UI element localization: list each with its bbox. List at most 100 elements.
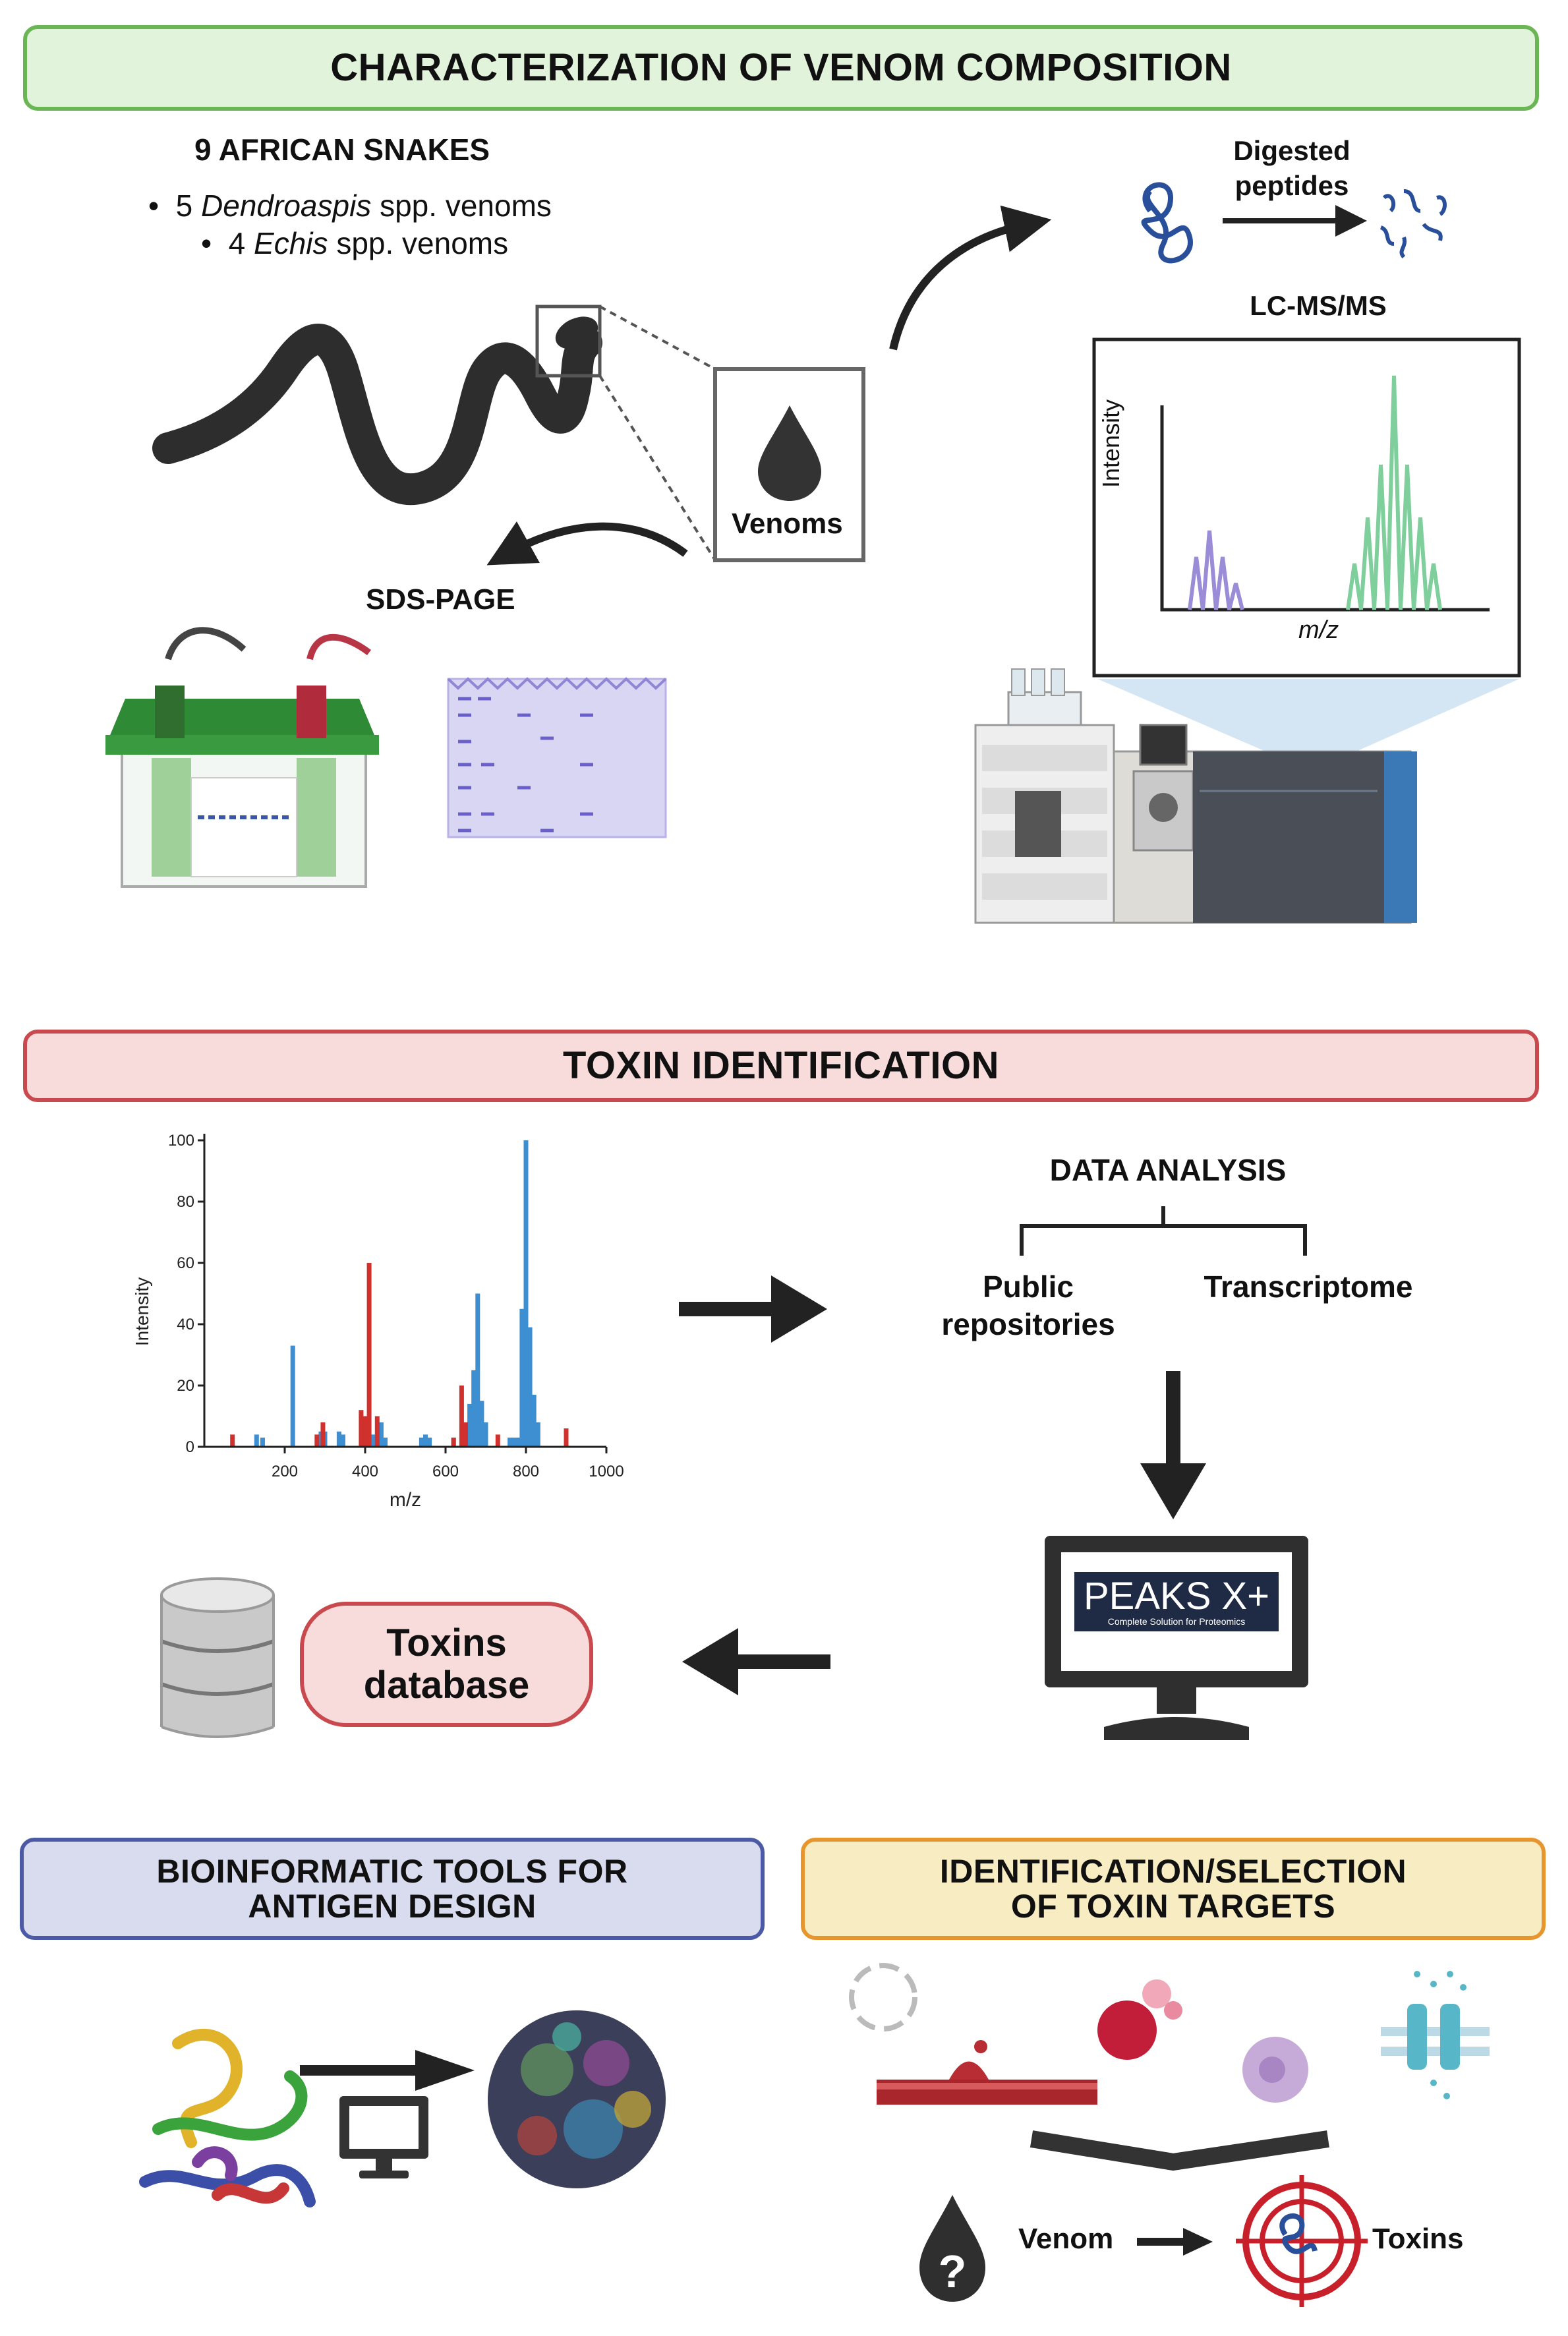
x-tick-label: 800	[513, 1463, 539, 1480]
arrow-left-icon	[682, 1628, 830, 1695]
composition-illustrations	[105, 182, 1521, 924]
spectrum-bar	[427, 1438, 432, 1447]
spectrum-bar	[340, 1434, 345, 1447]
spectrum-bar	[459, 1386, 464, 1447]
venom-question-icon	[919, 2195, 985, 2302]
workstation-icon	[339, 2096, 428, 2178]
spectrum-bar	[378, 1422, 384, 1447]
venoms-label: Venoms	[732, 508, 843, 540]
blood-vessel-icon	[877, 2040, 1097, 2105]
bullet2-genus: Echis	[254, 226, 328, 260]
toxins-label: Toxins	[1372, 2223, 1464, 2255]
spectrum-bar	[423, 1434, 428, 1447]
arrow-down-icon	[1140, 1371, 1206, 1519]
ms-xlabel: m/z	[1298, 616, 1339, 644]
targets-banner: IDENTIFICATION/SELECTION OF TOXIN TARGET…	[801, 1838, 1546, 1940]
bullet1-rest: spp. venoms	[380, 189, 552, 223]
spectrum-bar	[479, 1401, 484, 1447]
bullet-dot: •	[201, 226, 229, 260]
bullet-echis: • 4 Echis spp. venoms	[201, 225, 508, 261]
bullet2-rest: spp. venoms	[336, 226, 509, 260]
protein-structure-icon	[139, 2029, 316, 2207]
x-tick-label: 400	[352, 1463, 378, 1480]
y-tick-label: 20	[177, 1377, 194, 1395]
toxins-database-box: Toxins database	[300, 1602, 593, 1727]
identification-title: TOXIN IDENTIFICATION	[563, 1043, 999, 1087]
bullet1-genus: Dendroaspis	[201, 189, 372, 223]
composition-banner: CHARACTERIZATION OF VENOM COMPOSITION	[23, 25, 1539, 111]
spectrum-bar	[519, 1308, 525, 1447]
spectrum-bar	[320, 1422, 326, 1447]
spectrum-bar	[564, 1428, 569, 1447]
spectrum-bar	[471, 1370, 477, 1447]
zoom-box	[535, 305, 602, 378]
spectrum-bar	[374, 1416, 380, 1447]
spectrum-bar	[359, 1410, 364, 1447]
spectrum-bar	[495, 1434, 500, 1447]
bullet-dendroaspis: • 5 Dendroaspis spp. venoms	[148, 188, 552, 223]
bracket-icon	[1020, 1206, 1307, 1256]
lcms-label: LC-MS/MS	[1250, 290, 1387, 321]
peptide-fragments-icon	[1379, 189, 1447, 259]
x-tick-label: 200	[272, 1463, 298, 1480]
spectrum-xlabel: m/z	[390, 1489, 421, 1511]
red-blood-cell-icon	[1097, 1979, 1182, 2060]
funnel-bracket-icon	[1030, 2130, 1329, 2171]
spectrum-bar	[370, 1434, 376, 1447]
spectrum-bar	[531, 1394, 537, 1447]
public-repositories-line2: repositories	[941, 1307, 1115, 1341]
spectrum-ylabel: Intensity	[132, 1277, 152, 1346]
digested-label-line1: Digested	[1233, 135, 1350, 166]
gel-image-icon	[447, 677, 667, 838]
ms-ylabel: Intensity	[1097, 399, 1124, 488]
spectrum-bar	[535, 1422, 540, 1447]
spectrum-bar	[314, 1434, 320, 1447]
cell-ring-icon	[849, 1963, 917, 2031]
identification-banner: TOXIN IDENTIFICATION	[23, 1030, 1539, 1102]
software-tagline: Complete Solution for Proteomics	[1107, 1616, 1246, 1627]
protein-icon	[1141, 182, 1193, 264]
bullet1-count: 5	[175, 189, 193, 223]
ion-channel-icon	[1381, 1971, 1490, 2099]
spectrum-bar	[451, 1438, 456, 1447]
nanoparticle-icon	[488, 2010, 666, 2188]
spectrum-bar	[523, 1140, 529, 1447]
y-tick-label: 100	[168, 1132, 194, 1150]
bioinformatics-title-line1: BIOINFORMATIC TOOLS FOR	[156, 1853, 628, 1890]
spectrum-bar	[527, 1327, 533, 1447]
software-logo: PEAKS X+	[1083, 1575, 1270, 1618]
svg-text:?: ?	[939, 2246, 967, 2297]
targets-title-line2: OF TOXIN TARGETS	[1010, 1887, 1336, 1925]
y-tick-label: 80	[177, 1193, 194, 1211]
spectrum-bar	[475, 1293, 480, 1447]
lc-ms-instrument-icon	[974, 668, 1417, 924]
y-tick-label: 40	[177, 1316, 194, 1333]
spectrum-bar	[363, 1416, 368, 1447]
spectrum-bar	[383, 1438, 388, 1447]
bullet2-count: 4	[228, 226, 246, 260]
spectrum-bar	[366, 1263, 372, 1447]
spectrum-bar	[290, 1345, 295, 1447]
snakes-heading: 9 AFRICAN SNAKES	[194, 132, 490, 167]
venom-label: Venom	[1018, 2223, 1114, 2255]
y-tick-label: 0	[186, 1438, 194, 1456]
spectrum-bar	[467, 1403, 473, 1447]
spectrum-bar	[515, 1438, 521, 1447]
spectrum-bar	[260, 1438, 265, 1447]
bioinformatics-title-line2: ANTIGEN DESIGN	[248, 1887, 537, 1925]
public-repositories-line1: Public	[982, 1270, 1074, 1304]
arrow-right-icon	[679, 1275, 827, 1343]
spectrum-bar	[336, 1431, 341, 1447]
toxins-db-line2: database	[363, 1664, 530, 1707]
spectrum-bar	[230, 1434, 235, 1447]
electrophoresis-tank-icon	[105, 627, 379, 888]
transcriptome-label: Transcriptome	[1204, 1270, 1413, 1304]
spectrum-bar	[254, 1434, 259, 1447]
spectrum-bar	[463, 1422, 468, 1447]
immune-cell-icon	[1242, 2037, 1308, 2103]
y-tick-label: 60	[177, 1254, 194, 1272]
venom-drop-icon	[758, 405, 821, 501]
spectrum-bar	[419, 1438, 424, 1447]
spectrum-bar	[511, 1438, 517, 1447]
